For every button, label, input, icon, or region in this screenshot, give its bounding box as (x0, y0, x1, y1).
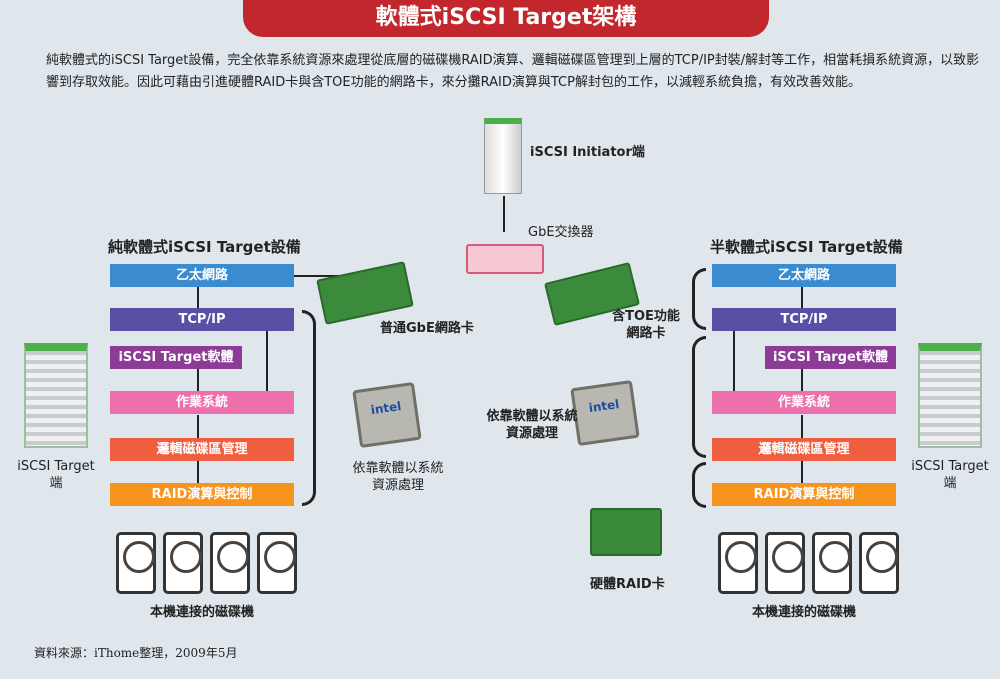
switch-label: GbE交換器 (528, 225, 594, 240)
left-arrow (197, 415, 199, 438)
right-brace-nic (692, 268, 706, 330)
right-brace-raid (692, 462, 706, 508)
left-layer-lvm: 邏輯磁碟區管理 (110, 438, 294, 461)
disk-icon (163, 532, 203, 594)
right-arrow (801, 461, 803, 483)
right-target-label: iSCSI Target端 (911, 459, 989, 491)
right-layer-tcpip: TCP/IP (712, 308, 896, 331)
left-nic-label: 普通GbE網路卡 (380, 321, 474, 336)
right-target-server-icon (918, 343, 982, 448)
left-arrow (197, 287, 199, 308)
disk-icon (812, 532, 852, 594)
disk-icon (718, 532, 758, 594)
initiator-label: iSCSI Initiator端 (530, 145, 645, 160)
left-layer-iscsi: iSCSI Target軟體 (110, 346, 242, 369)
left-layer-ethernet: 乙太網路 (110, 264, 294, 287)
left-cpu-icon: intel (352, 381, 422, 449)
right-layer-iscsi: iSCSI Target軟體 (765, 346, 896, 369)
left-cpu-note: 依靠軟體以系統資源處理 (352, 461, 444, 493)
disk-icon (859, 532, 899, 594)
right-layer-raid: RAID演算與控制 (712, 483, 896, 506)
left-arrow (197, 369, 199, 391)
left-target-server-icon (24, 343, 88, 448)
title-banner: 軟體式iSCSI Target架構 (243, 0, 769, 37)
disk-icon (116, 532, 156, 594)
raid-card-icon (590, 508, 662, 556)
left-disks-label: 本機連接的磁碟機 (149, 605, 254, 620)
right-nic-label: 含TOE功能網路卡 (612, 309, 680, 341)
initiator-pc-icon (484, 118, 522, 194)
left-layer-os: 作業系統 (110, 391, 294, 414)
right-heading: 半軟體式iSCSI Target設備 (710, 238, 903, 256)
switch-icon (466, 244, 544, 274)
right-disks-label: 本機連接的磁碟機 (751, 605, 856, 620)
right-cpu-note: 依靠軟體以系統資源處理 (486, 409, 578, 441)
disk-icon (765, 532, 805, 594)
right-arrow (801, 287, 803, 308)
left-layer-raid: RAID演算與控制 (110, 483, 294, 506)
right-arrow (733, 331, 735, 391)
disk-icon (210, 532, 250, 594)
raid-card-label: 硬體RAID卡 (590, 577, 665, 592)
right-layer-lvm: 邏輯磁碟區管理 (712, 438, 896, 461)
left-target-label: iSCSI Target端 (17, 459, 95, 491)
left-brace (302, 310, 316, 506)
left-arrow (266, 331, 268, 391)
left-nic-icon (316, 261, 414, 325)
left-heading: 純軟體式iSCSI Target設備 (108, 238, 301, 256)
right-layer-os: 作業系統 (712, 391, 896, 414)
left-arrow (197, 461, 199, 483)
intro-text: 純軟體式的iSCSI Target設備，完全依靠系統資源來處理從底層的磁碟機RA… (46, 53, 980, 90)
right-cpu-icon: intel (570, 379, 640, 447)
right-brace-cpu (692, 336, 706, 458)
right-layer-ethernet: 乙太網路 (712, 264, 896, 287)
right-arrow (801, 415, 803, 438)
left-layer-tcpip: TCP/IP (110, 308, 294, 331)
right-arrow (801, 369, 803, 391)
source-note: 資料來源：iThome整理，2009年5月 (34, 646, 238, 660)
disk-icon (257, 532, 297, 594)
initiator-switch-link (503, 196, 505, 232)
